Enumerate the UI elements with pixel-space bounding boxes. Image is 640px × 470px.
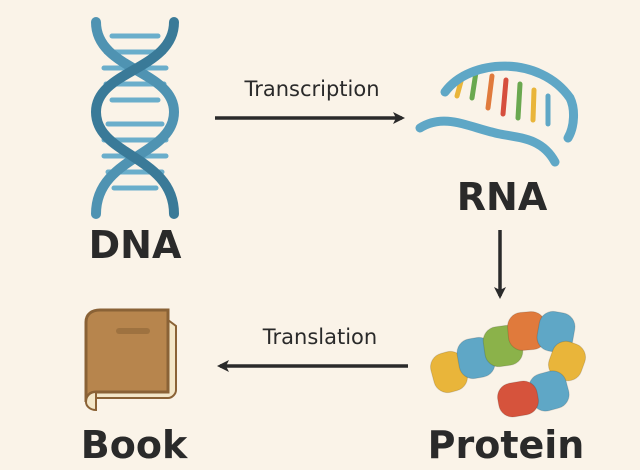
rna-label: RNA — [457, 175, 548, 219]
book-title-plate — [116, 328, 150, 334]
book-spine — [84, 390, 97, 412]
rna-bases — [454, 69, 551, 127]
transcription-label: Transcription — [243, 77, 379, 101]
book-icon — [84, 308, 177, 412]
dna-strand-left — [91, 17, 180, 219]
book-label: Book — [81, 423, 188, 467]
dna-label: DNA — [89, 223, 182, 267]
dna-strand-right — [90, 17, 179, 219]
rna-backbone-top — [440, 61, 578, 143]
dna-helix-icon — [90, 17, 180, 219]
protein-label: Protein — [428, 423, 585, 467]
rna-backbone-bottom — [415, 116, 560, 167]
protein-bead — [497, 380, 539, 418]
protein-chain-icon — [430, 310, 587, 418]
book-cover — [84, 308, 170, 403]
translation-label: Translation — [262, 325, 377, 349]
rna-strand-icon — [415, 61, 578, 167]
